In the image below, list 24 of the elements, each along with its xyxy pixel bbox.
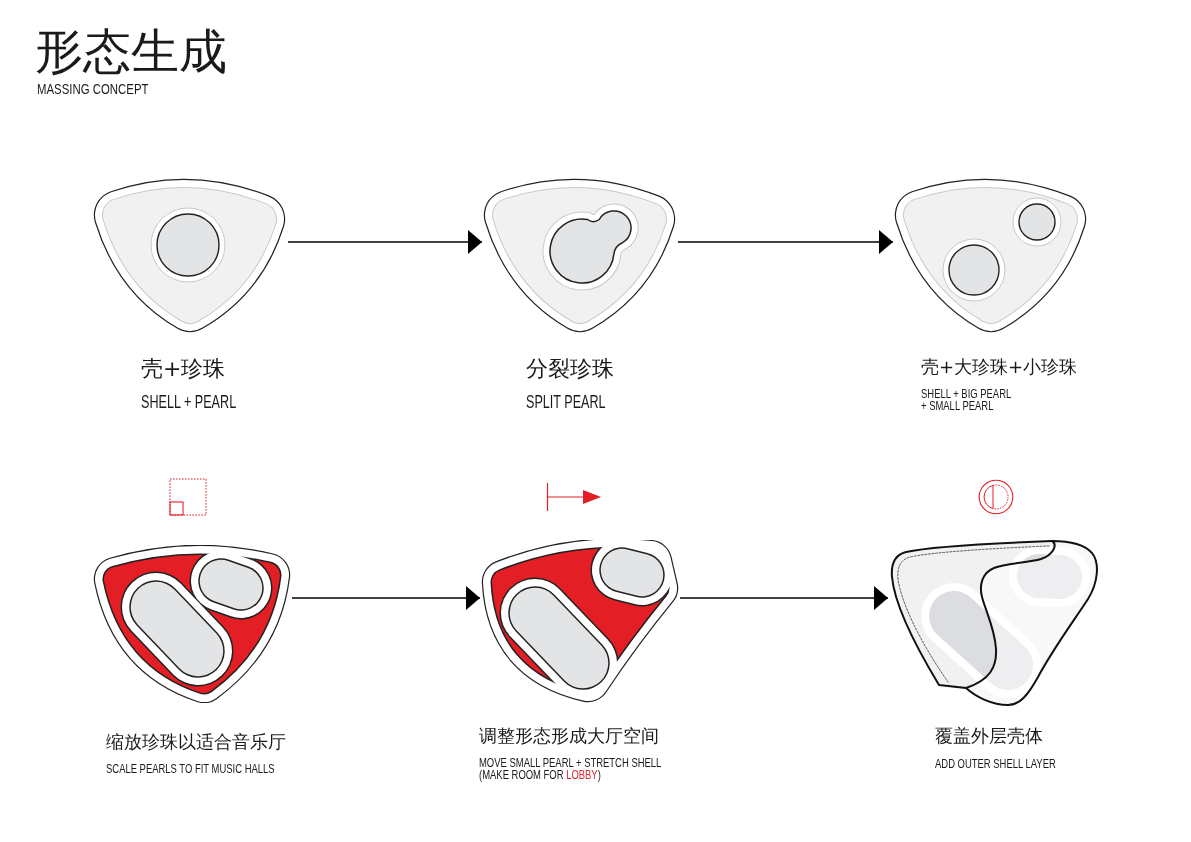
- title: 形态生成: [35, 27, 227, 75]
- step-caption: SCALE PEARLS TO FIT MUSIC HALLS: [106, 762, 275, 776]
- step-title: 分裂珍珠: [526, 358, 614, 380]
- massing-diagram: [893, 177, 1089, 334]
- step-caption: MOVE SMALL PEARL + STRETCH SHELL (MAKE ROOM FOR LOBBY): [479, 757, 662, 781]
- massing-diagram: [92, 545, 292, 703]
- massing-diagram: [480, 540, 680, 704]
- step-caption: SPLIT PEARL: [526, 393, 606, 411]
- step-caption: SHELL + BIG PEARL + SMALL PEARL: [921, 388, 1012, 412]
- massing-diagram: [482, 177, 678, 334]
- massing-diagram: [888, 537, 1100, 707]
- arrow: [679, 586, 889, 610]
- step-title: 调整形态形成大厅空间: [479, 727, 659, 745]
- arrow: [287, 230, 483, 254]
- step-title: 壳+大珍珠+小珍珠: [921, 358, 1078, 376]
- arrow: [291, 586, 481, 610]
- step-title: 壳+珍珠: [141, 358, 226, 380]
- step-title: 缩放珍珠以适合音乐厅: [106, 733, 286, 751]
- subtitle: MASSING CONCEPT: [37, 81, 149, 96]
- arrow: [677, 230, 894, 254]
- step-caption: ADD OUTER SHELL LAYER: [935, 757, 1056, 771]
- step-caption: SHELL + PEARL: [141, 393, 237, 411]
- massing-diagram: [92, 177, 288, 334]
- step-title: 覆盖外层壳体: [935, 727, 1043, 745]
